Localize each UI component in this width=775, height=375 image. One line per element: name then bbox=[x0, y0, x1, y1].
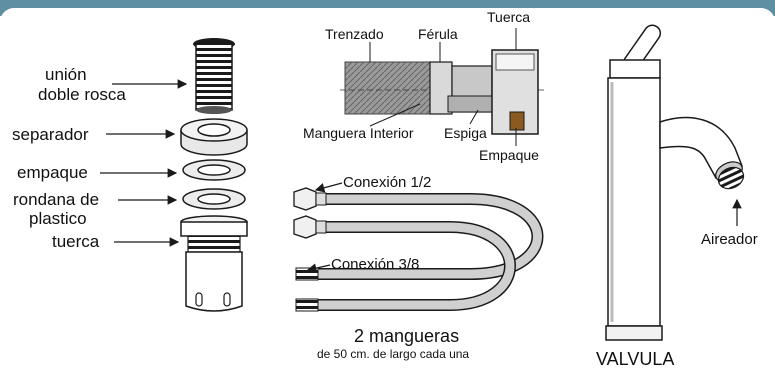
connector-half-inch bbox=[293, 187, 327, 239]
arrow-conexion-38 bbox=[306, 263, 331, 273]
label-conexion-12: Conexión 1/2 bbox=[343, 174, 432, 191]
label-rondana-line2: plastico bbox=[29, 209, 87, 228]
label-aireador: Aireador bbox=[701, 231, 758, 248]
label-rondana-line1: rondana de bbox=[13, 190, 100, 209]
hoses-subtitle: de 50 cm. de largo cada una bbox=[317, 347, 470, 361]
connector-three-eighths bbox=[295, 267, 319, 312]
label-trenzado: Trenzado bbox=[325, 26, 384, 42]
leader-manguera bbox=[369, 103, 421, 127]
leader-espiga bbox=[469, 109, 479, 125]
plastic-washer bbox=[182, 188, 246, 210]
label-manguera-interior: Manguera Interior bbox=[303, 125, 414, 141]
label-ferula: Férula bbox=[418, 26, 458, 42]
label-separador: separador bbox=[12, 125, 89, 144]
label-union-line2: doble rosca bbox=[38, 85, 126, 104]
gasket-ring bbox=[182, 159, 246, 181]
hoses-title: 2 mangueras bbox=[354, 326, 460, 346]
label-empaque: empaque bbox=[17, 163, 88, 182]
union-double-thread bbox=[193, 38, 235, 114]
arrow-conexion-12 bbox=[314, 182, 343, 193]
label-union-line1: unión bbox=[45, 65, 87, 84]
label-tuerca-hose: Tuerca bbox=[487, 9, 531, 25]
label-empaque-hose: Empaque bbox=[479, 147, 539, 163]
label-conexion-38: Conexión 3/8 bbox=[331, 256, 420, 273]
faucet-title: VALVULA bbox=[596, 349, 675, 369]
header-curve bbox=[0, 8, 775, 22]
faucet-body bbox=[605, 24, 745, 341]
separator-ring bbox=[180, 118, 248, 156]
hose-loops bbox=[318, 193, 544, 311]
label-espiga: Espiga bbox=[444, 125, 487, 141]
nut-body bbox=[180, 215, 248, 312]
label-tuerca-left: tuerca bbox=[52, 232, 100, 251]
hose-cross-section bbox=[340, 49, 545, 135]
